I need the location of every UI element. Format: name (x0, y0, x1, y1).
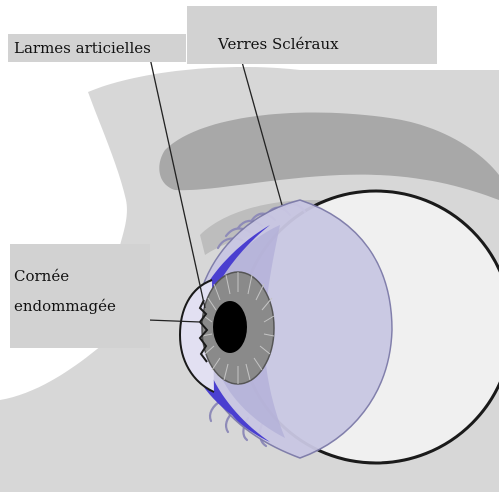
tears-label: Larmes articielles (14, 38, 151, 58)
cornea-label-line2: endommagée (14, 296, 116, 316)
cornea-label-line1: Cornée (14, 266, 69, 286)
pupil (213, 301, 247, 353)
scleral-lens-label: Verres Scléraux (218, 34, 339, 54)
